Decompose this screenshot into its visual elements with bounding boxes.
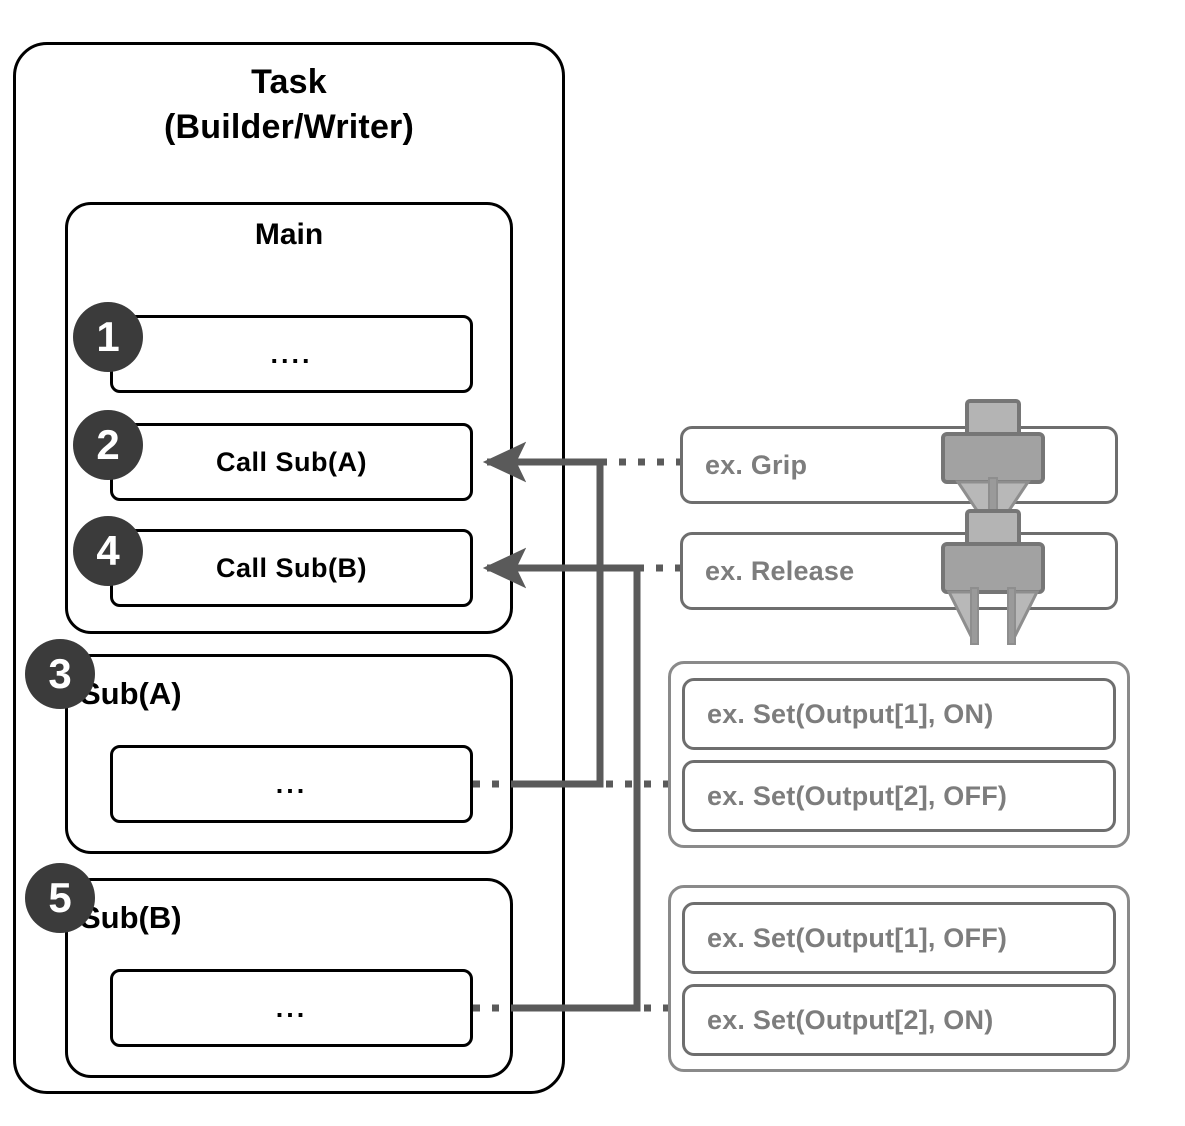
task-title: Task (Builder/Writer)	[13, 60, 565, 150]
main-step-1[interactable]: ....	[110, 315, 473, 393]
sub-a-body-label: ...	[275, 768, 308, 799]
example-set-output-1-off[interactable]: ex. Set(Output[1], OFF)	[682, 902, 1116, 974]
example-set-output-2-off[interactable]: ex. Set(Output[2], OFF)	[682, 760, 1116, 832]
step-badge-3: 3	[25, 639, 95, 709]
example-set-output-2-on[interactable]: ex. Set(Output[2], ON)	[682, 984, 1116, 1056]
example-grip-label: ex. Grip	[705, 449, 808, 480]
example-release-label: ex. Release	[705, 555, 855, 586]
example-set-output-1-off-label: ex. Set(Output[1], OFF)	[707, 922, 1008, 953]
step-badge-2: 2	[73, 410, 143, 480]
sub-b-title: Sub(B)	[80, 900, 182, 935]
sub-b-body[interactable]: ...	[110, 969, 473, 1047]
main-step-2-call-sub-a[interactable]: Call Sub(A)	[110, 423, 473, 501]
sub-a-title: Sub(A)	[80, 676, 182, 711]
example-set-output-2-off-label: ex. Set(Output[2], OFF)	[707, 780, 1008, 811]
main-step-4-label: Call Sub(B)	[216, 552, 367, 583]
main-step-4-call-sub-b[interactable]: Call Sub(B)	[110, 529, 473, 607]
task-title-line-2: (Builder/Writer)	[163, 107, 415, 146]
example-set-output-2-on-label: ex. Set(Output[2], ON)	[707, 1004, 994, 1035]
gripper-open-icon	[941, 509, 1045, 645]
main-step-2-label: Call Sub(A)	[216, 446, 367, 477]
sub-b-body-label: ...	[275, 992, 308, 1023]
example-set-output-1-on[interactable]: ex. Set(Output[1], ON)	[682, 678, 1116, 750]
step-badge-1: 1	[73, 302, 143, 372]
main-title: Main	[254, 218, 324, 251]
example-set-output-1-on-label: ex. Set(Output[1], ON)	[707, 698, 994, 729]
main-step-1-label: ....	[270, 338, 313, 369]
task-title-line-1: Task	[251, 63, 327, 101]
step-badge-4: 4	[73, 516, 143, 586]
sub-a-body[interactable]: ...	[110, 745, 473, 823]
step-badge-5: 5	[25, 863, 95, 933]
